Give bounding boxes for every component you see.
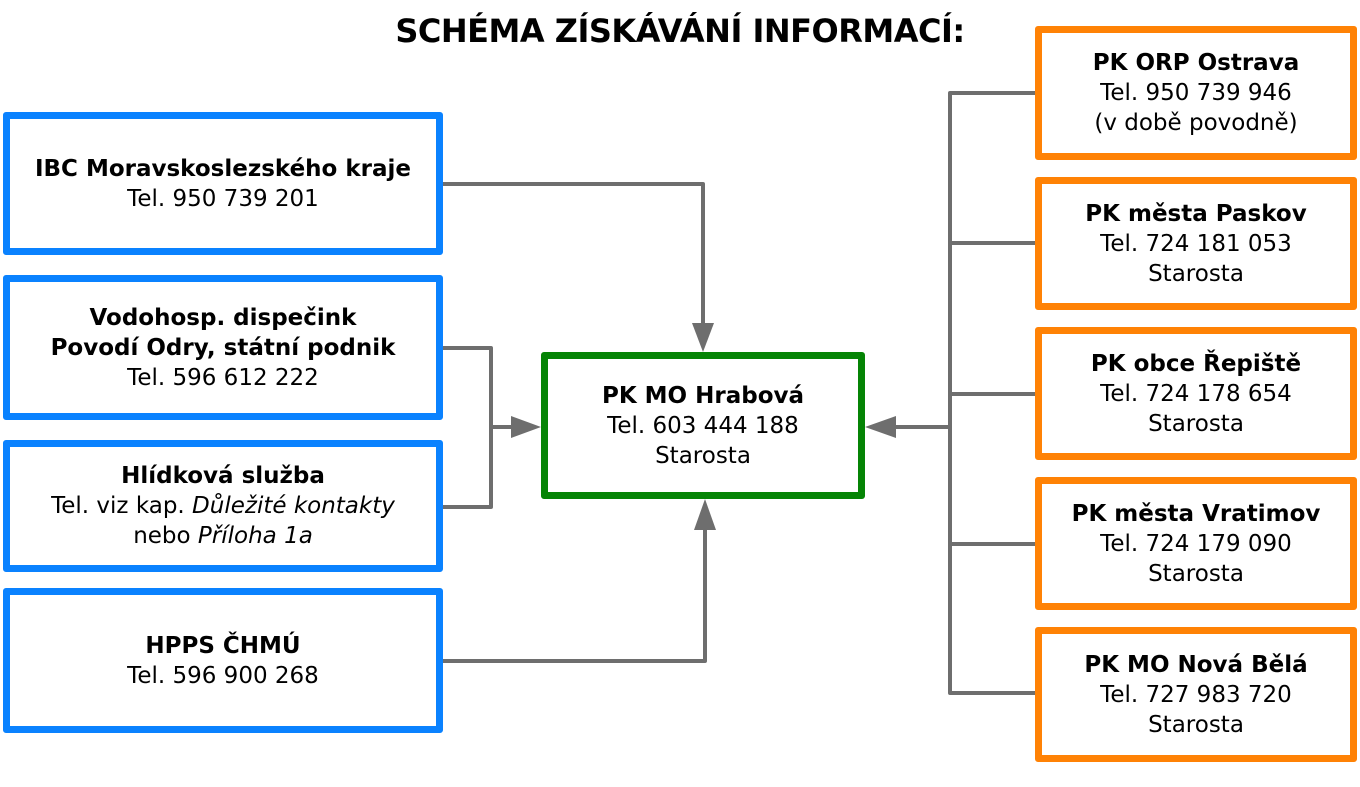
tel-connector-word: nebo [133, 523, 191, 549]
recipient-box-vratimov: PK města Vratimov Tel. 724 179 090 Staro… [1035, 477, 1357, 610]
arrowhead-left [511, 416, 541, 438]
recipient-name: PK ORP Ostrava [1092, 50, 1300, 76]
source-name-line1: Vodohosp. dispečink [89, 304, 357, 331]
source-name-line2: Povodí Odry, státní podnik [50, 334, 396, 361]
recipient-tel: Tel. 727 983 720 [1100, 681, 1292, 708]
recipient-tel: Tel. 724 179 090 [1100, 530, 1292, 557]
recipient-note: Starosta [1148, 711, 1244, 738]
recipient-name: PK města Vratimov [1071, 500, 1321, 527]
recipient-note: Starosta [1148, 260, 1244, 287]
source-tel: Tel. 596 900 268 [127, 662, 319, 689]
source-tel-line: Tel. viz kap. Důležité kontakty [51, 491, 395, 521]
reference-appendix: Příloha 1a [197, 523, 313, 549]
diagram-title-text: SCHÉMA ZÍSKÁVÁNÍ INFORMACÍ: [395, 12, 965, 50]
recipient-note: Starosta [1148, 410, 1244, 437]
recipient-tel: Tel. 950 739 946 [1100, 80, 1292, 106]
recipient-note: (v době povodně) [1094, 110, 1298, 136]
tel-prefix: Tel. viz kap. [51, 493, 185, 519]
source-box-hlidkova: Hlídková služba Tel. viz kap. Důležité k… [3, 440, 443, 572]
connector-dispecink-bracket [443, 346, 493, 509]
source-name: HPPS ČHMÚ [145, 632, 301, 659]
arrowhead-bottom [694, 499, 716, 530]
source-tel: Tel. 950 739 201 [127, 185, 319, 212]
diagram-title: SCHÉMA ZÍSKÁVÁNÍ INFORMACÍ: [0, 12, 1360, 50]
source-name: IBC Moravskoslezského kraje [34, 155, 412, 182]
recipient-box-repiste: PK obce Řepiště Tel. 724 178 654 Starost… [1035, 327, 1357, 460]
reference-important-contacts: Důležité kontakty [192, 493, 395, 519]
center-role: Starosta [655, 442, 751, 469]
connector-hpps-to-center [443, 527, 707, 663]
recipient-tel: Tel. 724 181 053 [1100, 230, 1292, 257]
source-box-dispecink: Vodohosp. dispečink Povodí Odry, státní … [3, 275, 443, 420]
recipient-box-nova-bela: PK MO Nová Bělá Tel. 727 983 720 Starost… [1035, 627, 1357, 762]
source-tel-line2: nebo Příloha 1a [133, 521, 313, 551]
recipient-tel: Tel. 724 178 654 [1100, 380, 1292, 407]
recipient-box-ostrava: PK ORP Ostrava Tel. 950 739 946 (v době … [1035, 26, 1357, 160]
connector-ibc-to-center [443, 182, 705, 325]
recipient-note: Starosta [1148, 560, 1244, 587]
recipient-name: PK MO Nová Bělá [1084, 651, 1308, 678]
recipient-box-paskov: PK města Paskov Tel. 724 181 053 Starost… [1035, 177, 1357, 310]
arrowhead-top [692, 323, 714, 352]
arrowhead-right [865, 416, 896, 438]
center-tel: Tel. 603 444 188 [607, 412, 799, 439]
source-box-ibc: IBC Moravskoslezského kraje Tel. 950 739… [3, 112, 443, 255]
center-box-hrabova: PK MO Hrabová Tel. 603 444 188 Starosta [541, 352, 865, 499]
source-box-hpps: HPPS ČHMÚ Tel. 596 900 268 [3, 588, 443, 733]
source-tel: Tel. 596 612 222 [127, 364, 319, 391]
center-name: PK MO Hrabová [601, 382, 805, 409]
source-name: Hlídková služba [121, 463, 325, 489]
recipient-name: PK obce Řepiště [1090, 350, 1302, 377]
recipient-name: PK města Paskov [1085, 200, 1307, 227]
